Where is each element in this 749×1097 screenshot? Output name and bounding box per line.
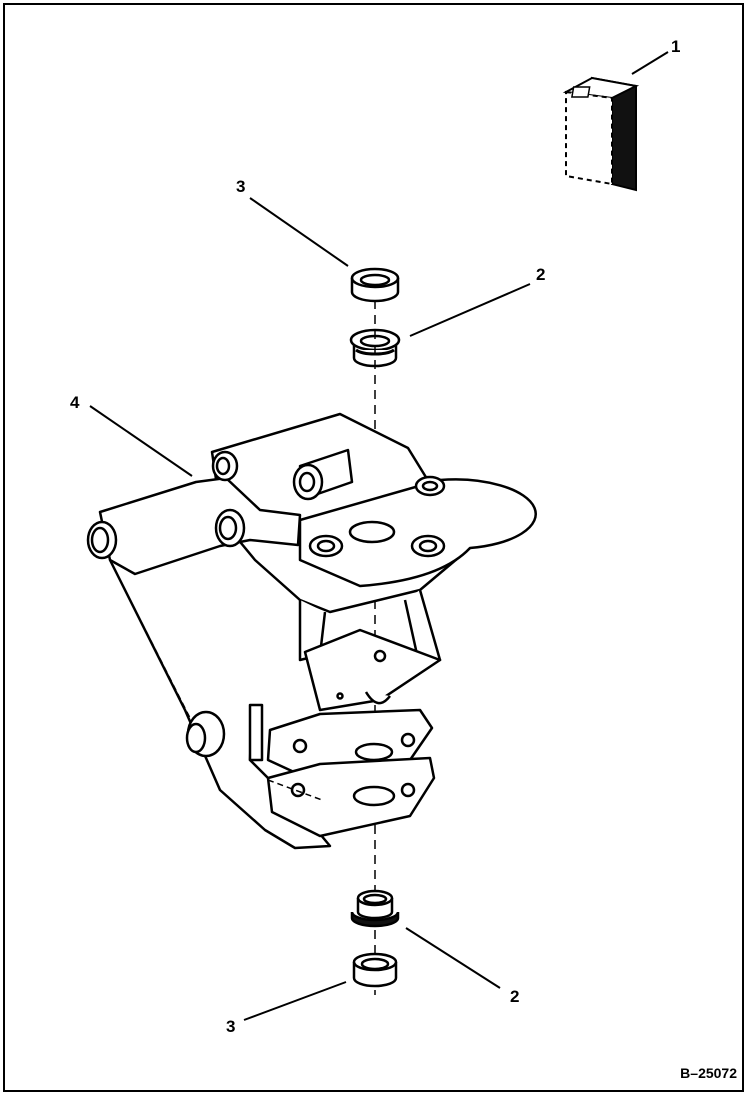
leader-line-2-top (409, 283, 531, 337)
leader-line-4 (89, 405, 193, 477)
callout-3-bottom: 3 (226, 1017, 236, 1036)
callout-4: 4 (70, 393, 80, 412)
swing-frame-part-4 (86, 412, 537, 850)
leader-line-2-bottom (405, 927, 501, 989)
upper-bushing-part-3 (350, 267, 400, 303)
callout-1: 1 (671, 37, 681, 56)
figure-id: B–25072 (680, 1065, 737, 1081)
callout-3-top: 3 (236, 177, 246, 196)
page-border (3, 3, 744, 1092)
lower-flange-bushing-part-2 (350, 889, 400, 928)
callout-2-bottom: 2 (510, 987, 520, 1006)
leader-line-3-top (249, 197, 349, 267)
leader-lines (89, 51, 669, 1021)
leader-line-3-bottom (243, 981, 347, 1021)
decal-part (562, 76, 640, 192)
lower-bushing-part-3 (352, 952, 398, 988)
leader-line-1 (631, 51, 669, 75)
callout-2-top: 2 (536, 265, 546, 284)
